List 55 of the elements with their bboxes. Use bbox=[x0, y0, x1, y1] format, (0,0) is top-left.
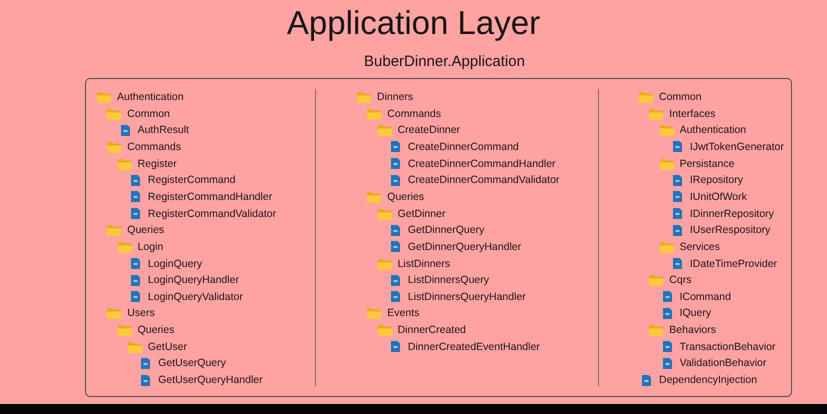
folder-name: Behaviors bbox=[669, 323, 716, 338]
folder-name: Login bbox=[138, 240, 164, 254]
folder-name: Interfaces bbox=[669, 106, 716, 121]
folder-name: GetDinner bbox=[398, 206, 446, 221]
file-name: DinnerCreatedEventHandler bbox=[408, 340, 540, 354]
folder-name: Common bbox=[127, 106, 170, 121]
file-name: IDinnerRepository bbox=[690, 206, 774, 221]
folder-name: Queries bbox=[127, 223, 164, 238]
file-name: ICommand bbox=[680, 290, 731, 304]
file-name: ListDinnersQuery bbox=[408, 273, 490, 288]
folder-name: ListDinners bbox=[398, 256, 450, 270]
tree-panel bbox=[85, 78, 792, 397]
file-name: CreateDinnerCommandHandler bbox=[408, 156, 556, 171]
folder-name: Queries bbox=[387, 190, 424, 204]
folder-name: GetUser bbox=[148, 340, 187, 354]
folder-name: Commands bbox=[127, 140, 181, 154]
file-name: ListDinnersQueryHandler bbox=[408, 290, 526, 304]
file-name: IUnitOfWork bbox=[690, 190, 747, 204]
folder-name: Cqrs bbox=[669, 273, 692, 288]
folder-name: Common bbox=[659, 90, 702, 104]
file-name: IRepository bbox=[690, 173, 743, 188]
file-name: RegisterCommandValidator bbox=[148, 206, 276, 221]
folder-name: Persistance bbox=[680, 156, 734, 171]
folder-name: Authentication bbox=[117, 90, 184, 104]
folder-name: Users bbox=[127, 306, 155, 320]
file-name: CreateDinnerCommand bbox=[408, 140, 519, 154]
file-name: CreateDinnerCommandValidator bbox=[408, 173, 560, 188]
file-name: GetDinnerQuery bbox=[408, 223, 484, 238]
title: Application Layer bbox=[286, 3, 540, 43]
file-name: GetDinnerQueryHandler bbox=[408, 240, 522, 254]
folder-name: Authentication bbox=[680, 123, 746, 138]
file-name: AuthResult bbox=[138, 123, 189, 138]
folder-name: CreateDinner bbox=[398, 123, 460, 138]
file-name: GetUserQuery bbox=[158, 356, 226, 370]
file-name: RegisterCommand bbox=[148, 173, 236, 188]
file-name: IUserRespository bbox=[690, 223, 770, 238]
folder-name: Queries bbox=[138, 323, 174, 338]
file-name: GetUserQueryHandler bbox=[158, 373, 263, 388]
file-name: DependencyInjection bbox=[659, 373, 758, 388]
subtitle: BuberDinner.Application bbox=[364, 53, 525, 71]
folder-name: Dinners bbox=[377, 90, 414, 104]
folder-name: Events bbox=[387, 306, 420, 320]
file-name: RegisterCommandHandler bbox=[148, 190, 272, 204]
folder-name: Services bbox=[680, 240, 720, 254]
file-name: IDateTimeProvider bbox=[690, 256, 778, 270]
file-name: IJwtTokenGenerator bbox=[690, 140, 784, 154]
file-name: LoginQueryHandler bbox=[148, 273, 239, 288]
file-name: ValidationBehavior bbox=[680, 356, 766, 370]
file-name: LoginQuery bbox=[148, 256, 202, 270]
folder-name: DinnerCreated bbox=[398, 323, 466, 338]
file-name: LoginQueryValidator bbox=[148, 290, 243, 304]
folder-name: Commands bbox=[387, 106, 441, 121]
file-name: TransactionBehavior bbox=[680, 340, 776, 354]
folder-name: Register bbox=[138, 156, 177, 171]
file-name: IQuery bbox=[680, 306, 712, 320]
